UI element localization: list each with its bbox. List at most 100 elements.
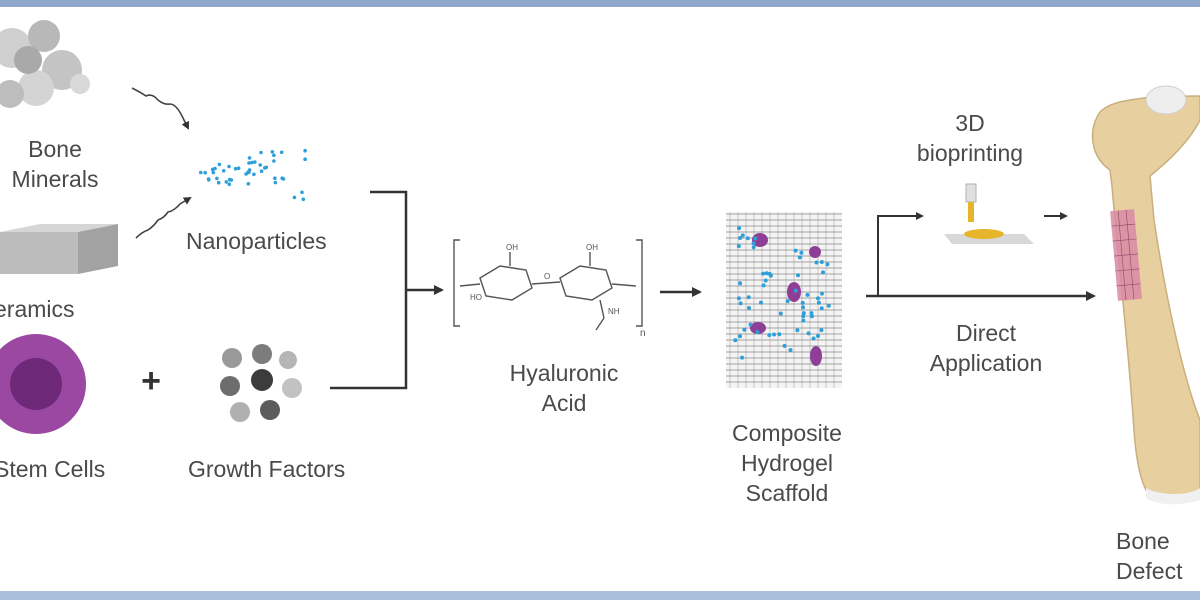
- label-bioprinting-line2: bioprinting: [916, 140, 1024, 166]
- chem-oh-2: OH: [586, 243, 598, 252]
- scaffold-particle-dot: [738, 301, 743, 306]
- nanoparticle-dot: [270, 150, 275, 154]
- scaffold-particle-dot: [751, 241, 756, 246]
- scaffold-particle-dot: [738, 236, 743, 240]
- scaffold-particle-dot: [825, 262, 830, 267]
- nanoparticle-dot: [224, 180, 229, 184]
- nanoparticle-dot: [303, 148, 307, 153]
- chem-oh-1: OH: [506, 243, 518, 252]
- nanoparticle-dot: [247, 156, 252, 160]
- scaffold-particle-dot: [811, 336, 816, 341]
- ceramic-to-nano-arrow: [135, 196, 192, 239]
- scaffold-particle-dot: [738, 334, 742, 339]
- scaffold-particle-dot: [826, 303, 831, 308]
- scaffold-particle-dot: [816, 334, 820, 338]
- nanoparticle-dot: [259, 150, 263, 155]
- nanoparticle-dot: [216, 180, 221, 185]
- scaffold-particle-dot: [737, 226, 741, 231]
- label-growth-factors: Growth Factors: [188, 456, 346, 482]
- nanoparticle-dot: [259, 169, 264, 173]
- label-scaffold-line2: Hydrogel: [740, 450, 834, 476]
- scaffold-particle-dot: [819, 260, 824, 264]
- scaffold-particle-dot: [816, 296, 820, 301]
- nanoparticle-dot: [272, 159, 276, 163]
- nanoparticle-dot: [272, 153, 276, 158]
- scaffold-particle-dot: [778, 311, 783, 316]
- label-bone-minerals-line1: Bone: [28, 136, 82, 162]
- scaffold-particle-dot: [764, 271, 769, 276]
- scaffold-particle-dot: [819, 306, 824, 311]
- label-direct-application: Direct Application: [906, 318, 1066, 378]
- label-bioprinting: 3D bioprinting: [900, 108, 1040, 168]
- label-direct-line1: Direct: [955, 320, 1017, 346]
- nanoparticle-dot: [227, 164, 231, 169]
- scaffold-particle-dot: [820, 291, 824, 296]
- nanoparticle-dot: [279, 150, 284, 155]
- nanoparticle-dot: [236, 166, 241, 170]
- label-bone-minerals-line2: Minerals: [11, 166, 99, 192]
- scaffold-particle-dot: [806, 331, 811, 336]
- scaffold-particle-dot: [747, 306, 751, 310]
- nanoparticle-dot: [217, 162, 222, 167]
- nanoparticle-dot: [246, 182, 251, 186]
- chem-nh: NH: [608, 307, 620, 316]
- scaffold-particle-dot: [799, 250, 804, 255]
- nanoparticle-dot: [258, 163, 263, 167]
- nanoparticle-dot: [211, 170, 216, 175]
- label-hyaluronic-line1: Hyaluronic: [509, 360, 619, 386]
- nanoparticle-dot: [300, 190, 304, 195]
- scaffold-particle-dot: [801, 318, 806, 323]
- scaffold-particle-dot: [745, 236, 750, 241]
- nanoparticle-dot: [253, 160, 257, 164]
- scaffold-particle-dot: [751, 245, 756, 250]
- scaffold-particle-dot: [809, 311, 814, 316]
- scaffold-particle-dot: [795, 328, 800, 333]
- label-hyaluronic-line2: Acid: [541, 390, 587, 416]
- scaffold-particle-dot: [816, 300, 821, 305]
- scaffold-particle-dot: [782, 343, 787, 348]
- label-hyaluronic-acid: Hyaluronic Acid: [484, 358, 644, 418]
- nanoparticle-dot: [247, 161, 251, 165]
- scaffold-particle-dot: [819, 328, 824, 333]
- nanoparticle-dot: [252, 172, 256, 177]
- label-stem-cells: Stem Cells: [0, 456, 106, 482]
- nanoparticle-dot: [227, 182, 232, 186]
- growth-factors-icon: [220, 344, 302, 422]
- nanoparticle-dot: [207, 178, 211, 182]
- label-scaffold-line1: Composite: [732, 420, 842, 446]
- label-scaffold-line3: Scaffold: [745, 480, 829, 506]
- scaffold-particle-dot: [736, 244, 741, 249]
- nanoparticle-dot: [301, 197, 306, 201]
- nanoparticle-dot: [215, 176, 219, 181]
- mineral-to-nano-arrow: [131, 87, 189, 130]
- label-bone-defect: Bone Defect: [1116, 526, 1200, 586]
- nanoparticle-dot: [264, 165, 269, 170]
- label-bioprinting-line1: 3D: [955, 110, 985, 136]
- scaffold-particle-dot: [805, 292, 810, 297]
- scaffold-particle-dot: [733, 338, 738, 343]
- scaffold-particle-dot: [748, 322, 753, 327]
- scaffold-icon: [726, 212, 842, 388]
- scaffold-particle-dot: [797, 255, 802, 260]
- scaffold-particle-dot: [793, 288, 798, 293]
- scaffold-particle-dot: [801, 314, 806, 319]
- scaffold-particle-dot: [761, 271, 766, 276]
- nanoparticle-dot: [233, 166, 238, 171]
- scaffold-particle-dot: [772, 332, 777, 337]
- scaffold-particle-dot: [755, 330, 760, 334]
- hyaluronic-chem-labels: OH OH HO O NH n: [470, 243, 646, 339]
- nanoparticle-dot: [213, 166, 217, 171]
- nanoparticle-dot: [203, 170, 207, 175]
- bone-minerals-icon: [0, 20, 90, 108]
- chem-ho-1: HO: [470, 293, 482, 302]
- label-ceramics: eramics: [0, 296, 75, 322]
- label-bone-defect-line1: Bone: [1116, 528, 1170, 554]
- label-scaffold: Composite Hydrogel Scaffold: [702, 418, 872, 508]
- nanoparticle-dot: [280, 176, 285, 180]
- nanoparticles-icon: [199, 148, 307, 201]
- nanoparticle-dot: [247, 168, 252, 172]
- nanoparticle-dot: [227, 177, 232, 182]
- scaffold-particle-dot: [809, 314, 814, 319]
- scaffold-particle-dot: [763, 278, 768, 283]
- scaffold-particle-dot: [761, 283, 766, 288]
